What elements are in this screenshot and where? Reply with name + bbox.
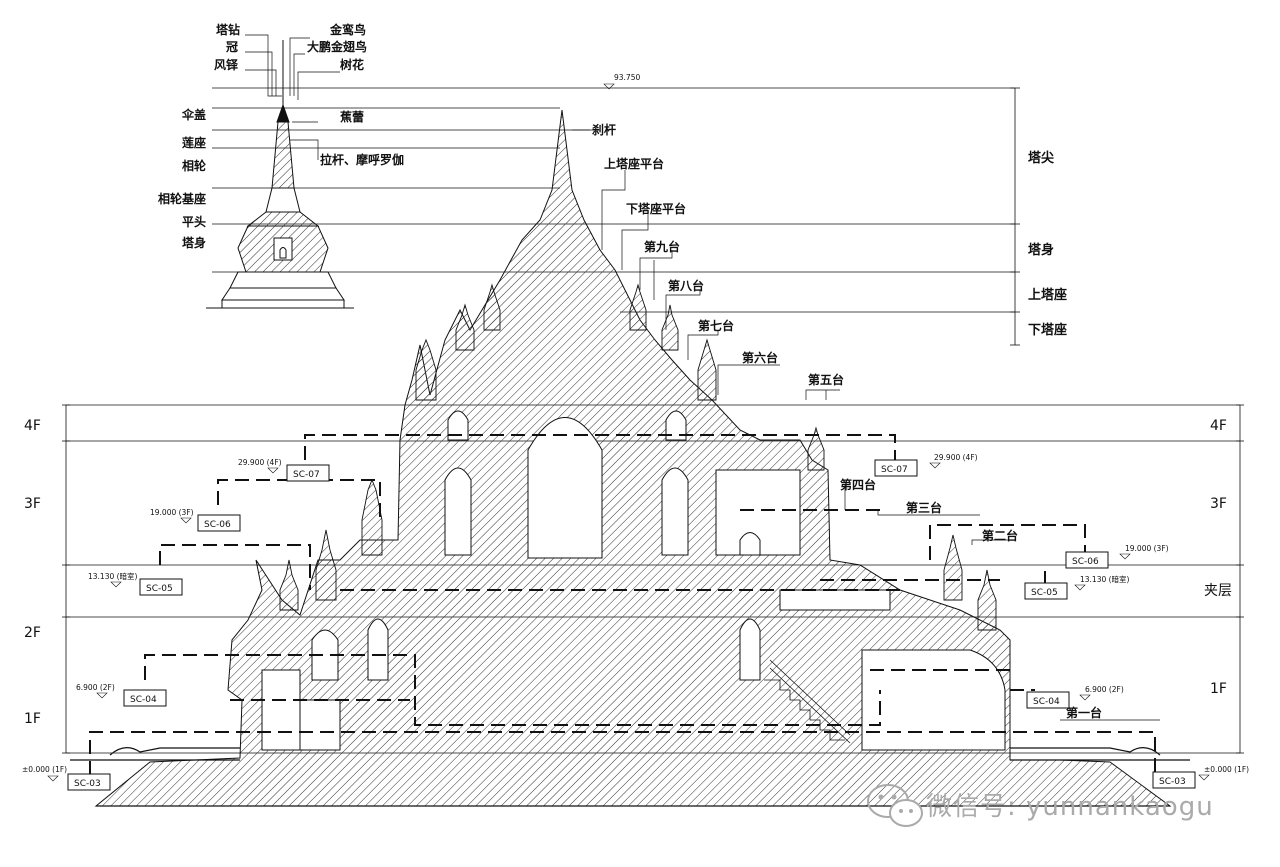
svg-text:19.000 (3F): 19.000 (3F)	[150, 508, 194, 517]
section-tag-sc06-right: SC-06 19.000 (3F)	[1065, 544, 1169, 569]
section-tag-sc06-left: SC-06 19.000 (3F)	[150, 508, 241, 532]
section-tag-sc04-right: SC-04 6.900 (2F)	[1026, 685, 1124, 709]
svg-text:6.900 (2F): 6.900 (2F)	[76, 683, 115, 692]
zone-xiatazuo: 下塔座	[1028, 322, 1067, 338]
label-shuhua: 树花	[340, 57, 364, 72]
pinnacles	[279, 283, 997, 631]
watermark-text: 微信号: yunnankaogu	[926, 792, 1214, 822]
section-tag-sc07-right: SC-07 29.900 (4F)	[874, 453, 978, 477]
svg-text:29.900 (4F): 29.900 (4F)	[934, 453, 978, 462]
floor-right-4f: 4F	[1210, 418, 1227, 434]
stupa-elevation	[206, 40, 354, 309]
svg-text:6.900 (2F): 6.900 (2F)	[1085, 685, 1124, 694]
spire-part-labels: 塔钻 冠 风铎 金鸾鸟 大鹏金翅鸟 树花 伞盖 莲座 相轮 相轮基座 平头 塔身…	[158, 22, 404, 250]
label-lianzuo: 莲座	[182, 135, 206, 150]
label-t4: 第四台	[840, 477, 876, 492]
terrace-labels: 刹杆 上塔座平台 下塔座平台 第九台 第八台 第七台 第六台 第五台 第四台 第…	[592, 122, 1102, 720]
label-t6: 第六台	[742, 350, 778, 365]
svg-text:SC-06: SC-06	[204, 520, 231, 530]
section-tag-sc07-left: SC-07 29.900 (4F)	[238, 458, 330, 482]
label-tazuan: 塔钻	[216, 22, 240, 37]
spire-leaders	[245, 34, 340, 160]
top-elevation: 93.750	[614, 73, 640, 82]
svg-text:±0.000 (1F): ±0.000 (1F)	[22, 765, 67, 774]
svg-text:SC-07: SC-07	[881, 465, 908, 475]
interior-voids	[261, 410, 1006, 751]
section-cut-lines	[89, 434, 1156, 775]
label-fengduo: 风铎	[214, 57, 239, 72]
label-jinluanniao: 金鸾鸟	[329, 22, 366, 37]
label-t5: 第五台	[808, 372, 844, 387]
label-t3: 第三台	[906, 500, 942, 515]
section-tags-right: SC-07 29.900 (4F) SC-06 19.000 (3F) SC-0…	[874, 453, 1249, 789]
floor-right-jiaceng: 夹层	[1204, 583, 1232, 599]
elevation-marker-icon	[603, 83, 615, 90]
label-xianglun: 相轮	[182, 158, 207, 173]
label-tashen-small: 塔身	[182, 235, 206, 250]
svg-text:SC-05: SC-05	[146, 584, 173, 594]
section-tag-sc04-left: SC-04 6.900 (2F)	[76, 683, 167, 707]
label-t2: 第二台	[982, 528, 1018, 543]
svg-text:SC-03: SC-03	[74, 779, 101, 789]
level-markers	[47, 462, 1210, 782]
zone-labels: 塔尖 塔身 上塔座 下塔座	[1028, 150, 1067, 338]
svg-text:SC-05: SC-05	[1031, 588, 1058, 598]
label-upper-platform: 上塔座平台	[604, 156, 664, 171]
label-t8: 第八台	[668, 278, 704, 293]
section-tag-sc05-right: SC-05 13.130 (暗室)	[1024, 574, 1130, 600]
floor-left-3f: 3F	[24, 496, 41, 512]
zone-shangtazuo: 上塔座	[1028, 287, 1067, 303]
floor-right-3f: 3F	[1210, 496, 1227, 512]
stairs	[764, 659, 851, 744]
label-jiaolei: 蕉蕾	[340, 109, 364, 124]
zone-tashen: 塔身	[1028, 242, 1054, 258]
wechat-icon	[867, 784, 923, 827]
section-tag-sc03-left: SC-03 ±0.000 (1F)	[22, 765, 111, 791]
label-t1: 第一台	[1066, 705, 1102, 720]
floor-left-1f: 1F	[24, 711, 41, 727]
label-dapeng: 大鹏金翅鸟	[307, 39, 367, 54]
zone-bracket	[1010, 87, 1020, 346]
floor-dimensions	[62, 404, 1244, 754]
label-xianglunjizuo: 相轮基座	[158, 191, 206, 206]
terrace-leaders	[572, 129, 1160, 721]
label-sangai: 伞盖	[181, 107, 206, 122]
label-t7: 第七台	[698, 318, 734, 333]
svg-text:SC-04: SC-04	[1033, 697, 1060, 707]
section-tags-left: SC-07 29.900 (4F) SC-06 19.000 (3F) SC-0…	[22, 458, 330, 791]
section-tag-sc05-left: SC-05 13.130 (暗室)	[88, 571, 183, 596]
svg-text:SC-03: SC-03	[1159, 777, 1186, 787]
label-t9: 第九台	[644, 239, 680, 254]
watermark: 微信号: yunnankaogu	[867, 784, 1214, 827]
svg-text:±0.000 (1F): ±0.000 (1F)	[1204, 765, 1249, 774]
label-pingtou: 平头	[182, 214, 206, 229]
ground-line	[70, 747, 1190, 807]
svg-text:29.900 (4F): 29.900 (4F)	[238, 458, 282, 467]
svg-text:SC-04: SC-04	[130, 695, 157, 705]
svg-text:SC-07: SC-07	[293, 470, 320, 480]
label-lagan: 拉杆、摩呼罗伽	[320, 152, 404, 167]
section-tag-sc03-right: SC-03 ±0.000 (1F)	[1152, 765, 1249, 789]
zone-tajian: 塔尖	[1028, 150, 1054, 166]
label-lower-platform: 下塔座平台	[626, 201, 686, 216]
floor-right-1f: 1F	[1210, 681, 1227, 697]
label-guan: 冠	[226, 40, 238, 54]
floor-labels-right: 4F 3F 夹层 1F	[1204, 418, 1232, 697]
floor-left-4f: 4F	[24, 418, 41, 434]
floor-labels-left: 4F 3F 2F 1F	[24, 418, 41, 727]
svg-text:13.130 (暗室): 13.130 (暗室)	[1080, 574, 1130, 584]
svg-text:19.000 (3F): 19.000 (3F)	[1125, 544, 1169, 553]
svg-text:SC-06: SC-06	[1072, 557, 1099, 567]
svg-text:13.130 (暗室): 13.130 (暗室)	[88, 571, 138, 581]
floor-left-2f: 2F	[24, 625, 41, 641]
label-chagan: 刹杆	[592, 122, 616, 137]
